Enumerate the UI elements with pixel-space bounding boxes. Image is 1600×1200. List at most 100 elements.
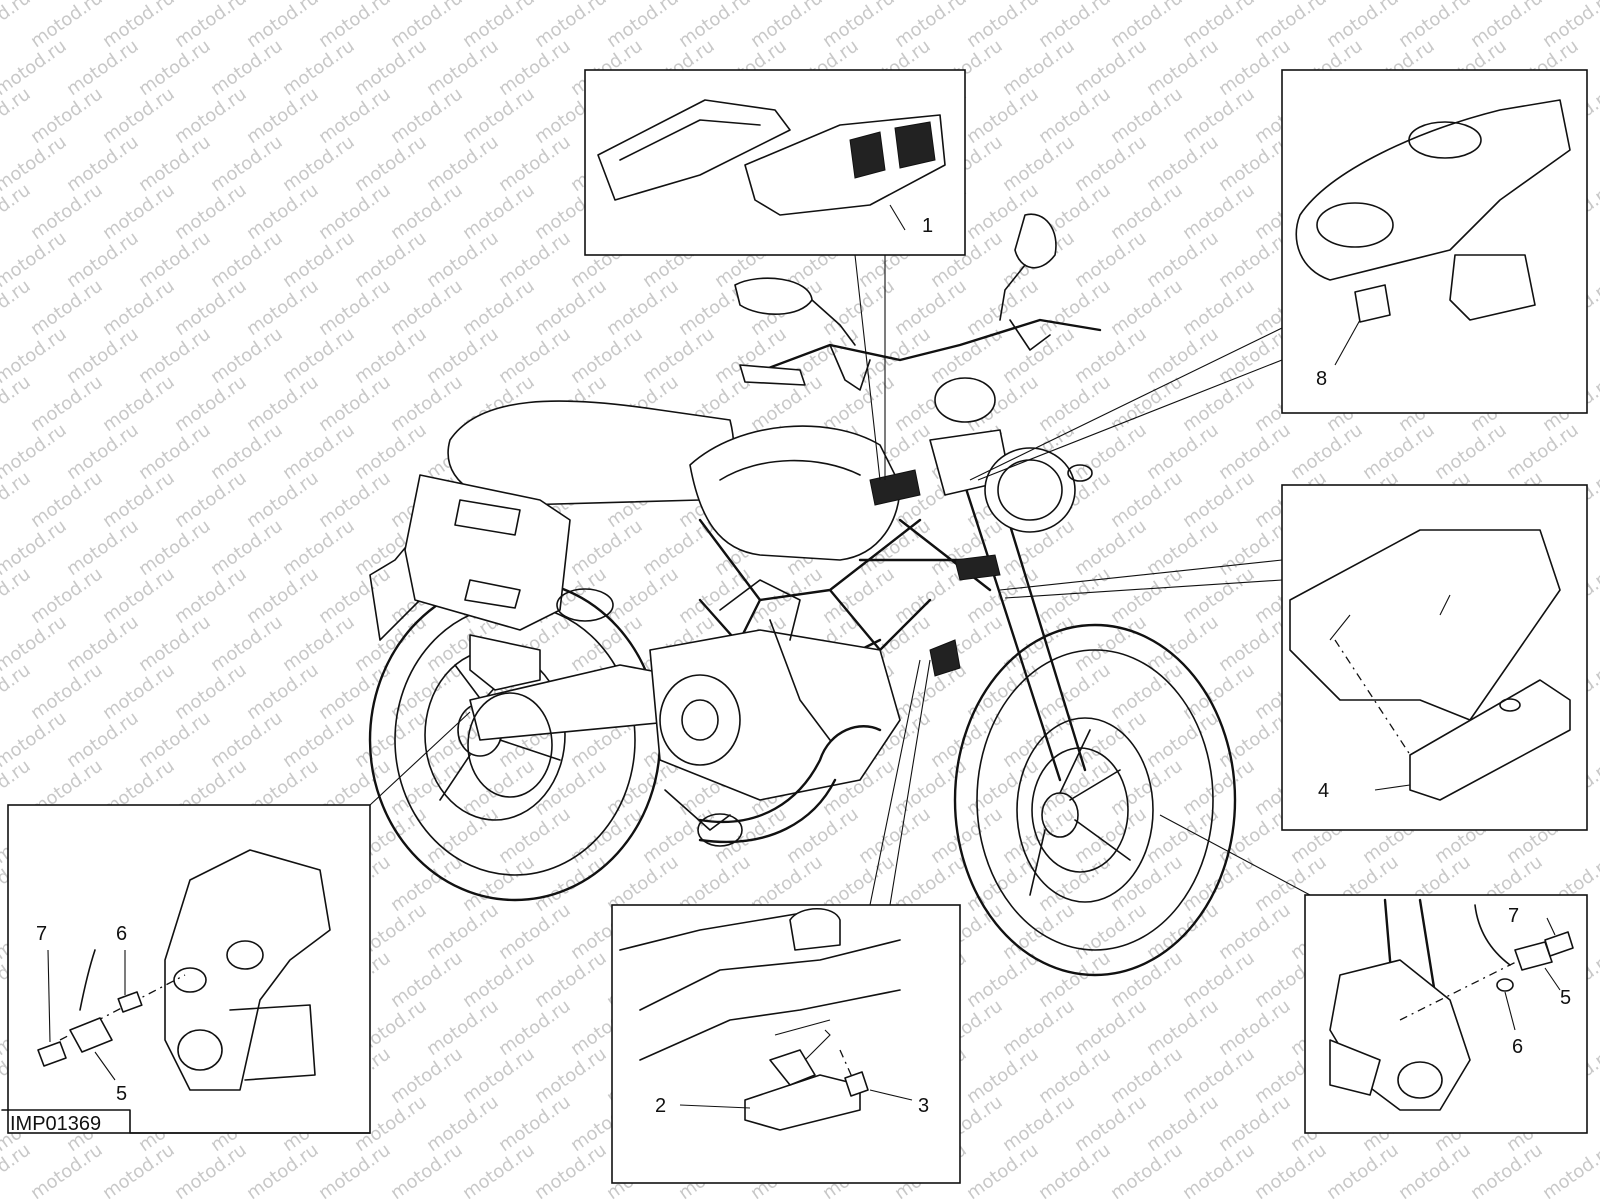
watermark-text: motod.ru (1143, 612, 1223, 677)
watermark-text: motod.ru (243, 468, 323, 533)
watermark-text: motod.ru (1323, 0, 1403, 52)
watermark-text: motod.ru (1107, 0, 1187, 52)
watermark-text: motod.ru (1143, 324, 1223, 389)
watermark-text: motod.ru (27, 660, 107, 725)
watermark-text: motod.ru (891, 660, 971, 725)
watermark-text: motod.ru (1035, 1044, 1115, 1109)
watermark-text: motod.ru (99, 468, 179, 533)
watermark-text: motod.ru (279, 612, 359, 677)
watermark-text: motod.ru (1035, 276, 1115, 341)
watermark-text: motod.ru (315, 0, 395, 52)
watermark-text: motod.ru (387, 276, 467, 341)
watermark-text: motod.ru (99, 276, 179, 341)
watermark-text: motod.ru (243, 180, 323, 245)
watermark-text: motod.ru (243, 372, 323, 437)
watermark-text: motod.ru (387, 756, 467, 821)
callout-front-speed-sensor: 5 (1560, 987, 1571, 1009)
watermark-text: motod.ru (387, 1044, 467, 1109)
watermark-text: motod.ru (999, 324, 1079, 389)
watermark-text: motod.ru (1359, 420, 1439, 485)
watermark-text: motod.ru (207, 420, 287, 485)
watermark-text: motod.ru (1143, 1092, 1223, 1157)
watermark-text: motod.ru (1179, 276, 1259, 341)
watermark-text: motod.ru (63, 612, 143, 677)
watermark-text: motod.ru (27, 468, 107, 533)
detail-box-steering-sensor: 8 (1281, 69, 1588, 414)
watermark-text: motod.ru (1107, 852, 1187, 917)
watermark-text: motod.ru (495, 324, 575, 389)
watermark-text: motod.ru (387, 1140, 467, 1200)
watermark-text: motod.ru (783, 804, 863, 869)
watermark-text: motod.ru (603, 564, 683, 629)
watermark-text: motod.ru (639, 324, 719, 389)
watermark-text: motod.ru (1179, 1044, 1259, 1109)
watermark-text: motod.ru (99, 564, 179, 629)
watermark-text: motod.ru (351, 420, 431, 485)
watermark-text: motod.ru (27, 84, 107, 149)
watermark-text: motod.ru (1467, 1140, 1547, 1200)
watermark-text: motod.ru (819, 0, 899, 52)
watermark-text: motod.ru (1179, 564, 1259, 629)
detail-box-horn: 2 3 (611, 904, 961, 1184)
watermark-text: motod.ru (243, 564, 323, 629)
callout-horn-screw: 3 (918, 1095, 929, 1117)
watermark-text: motod.ru (639, 516, 719, 581)
watermark-text: motod.ru (63, 708, 143, 773)
watermark-text: motod.ru (27, 276, 107, 341)
watermark-text: motod.ru (1107, 276, 1187, 341)
callout-ecu: 1 (922, 215, 933, 237)
watermark-text: motod.ru (1251, 0, 1331, 52)
watermark-text: motod.ru (675, 564, 755, 629)
watermark-text: motod.ru (99, 372, 179, 437)
watermark-text: motod.ru (207, 36, 287, 101)
watermark-text: motod.ru (1179, 1140, 1259, 1200)
watermark-text: motod.ru (63, 516, 143, 581)
watermark-text: motod.ru (495, 36, 575, 101)
watermark-text: motod.ru (99, 1140, 179, 1200)
watermark-text: motod.ru (351, 36, 431, 101)
watermark-text: motod.ru (927, 708, 1007, 773)
watermark-text: motod.ru (171, 372, 251, 437)
watermark-text: motod.ru (963, 0, 1043, 52)
watermark-text: motod.ru (1107, 756, 1187, 821)
callout-rear-screw: 7 (36, 923, 47, 945)
watermark-text: motod.ru (1215, 996, 1295, 1061)
watermark-text: motod.ru (423, 804, 503, 869)
watermark-text: motod.ru (1107, 1140, 1187, 1200)
watermark-text: motod.ru (63, 228, 143, 293)
watermark-text: motod.ru (63, 420, 143, 485)
callout-rear-washer: 6 (116, 923, 127, 945)
watermark-text: motod.ru (1143, 708, 1223, 773)
watermark-text: motod.ru (1107, 948, 1187, 1013)
watermark-text: motod.ru (207, 708, 287, 773)
watermark-text: motod.ru (459, 84, 539, 149)
watermark-text: motod.ru (459, 948, 539, 1013)
detail-box-control-unit: 4 (1281, 484, 1588, 831)
watermark-text: motod.ru (279, 36, 359, 101)
watermark-text: motod.ru (963, 84, 1043, 149)
watermark-text: motod.ru (171, 84, 251, 149)
watermark-text: motod.ru (603, 756, 683, 821)
watermark-text: motod.ru (1035, 948, 1115, 1013)
watermark-text: motod.ru (639, 804, 719, 869)
watermark-text: motod.ru (171, 1140, 251, 1200)
watermark-text: motod.ru (1071, 516, 1151, 581)
watermark-text: motod.ru (135, 708, 215, 773)
callout-steering-sensor: 8 (1316, 368, 1327, 390)
watermark-text: motod.ru (135, 132, 215, 197)
watermark-text: motod.ru (531, 1140, 611, 1200)
watermark-text: motod.ru (855, 804, 935, 869)
watermark-text: motod.ru (351, 228, 431, 293)
watermark-text: motod.ru (855, 324, 935, 389)
watermark-text: motod.ru (207, 228, 287, 293)
watermark-text: motod.ru (1143, 228, 1223, 293)
watermark-text: motod.ru (567, 804, 647, 869)
watermark-text: motod.ru (1107, 180, 1187, 245)
watermark-text: motod.ru (207, 612, 287, 677)
watermark-text: motod.ru (243, 0, 323, 52)
watermark-text: motod.ru (1071, 228, 1151, 293)
watermark-text: motod.ru (603, 0, 683, 52)
watermark-text: motod.ru (387, 948, 467, 1013)
callout-horn: 2 (655, 1095, 666, 1117)
watermark-text: motod.ru (135, 36, 215, 101)
